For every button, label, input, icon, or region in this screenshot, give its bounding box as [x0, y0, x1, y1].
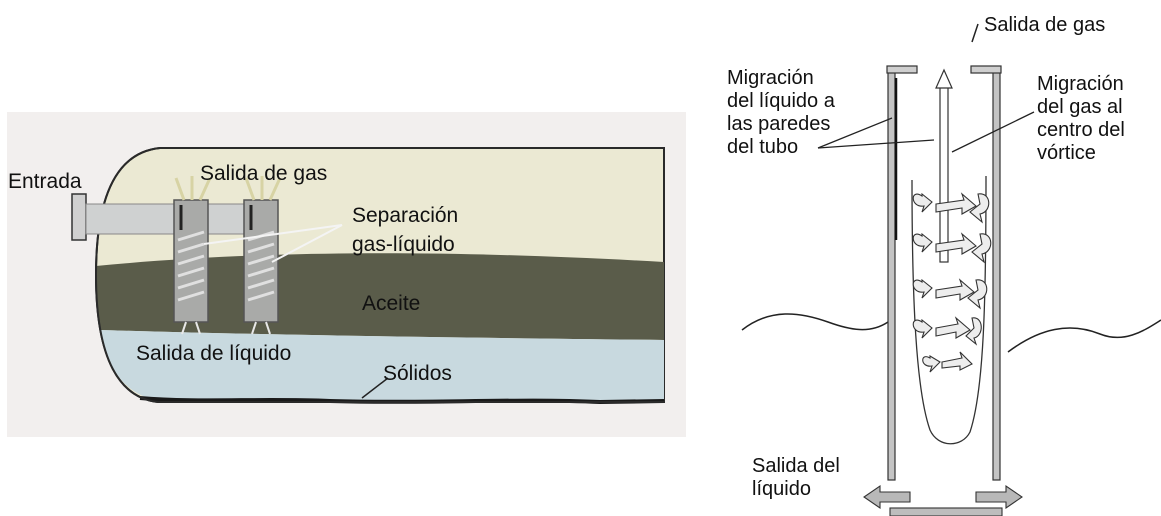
right-gas-outlet-label: Salida de gas	[984, 14, 1106, 36]
separation-label-line2: gas-líquido	[352, 233, 455, 256]
gas-outlet-label: Salida de gas	[200, 162, 328, 185]
liquid-migration-line: Migración	[727, 67, 814, 89]
inlet-flange	[71, 193, 87, 241]
gas-migration-line: vórtice	[1037, 142, 1096, 164]
liquid-migration-leader	[817, 139, 935, 149]
tube-left-wall	[887, 71, 896, 481]
top-cap-left	[886, 65, 918, 74]
liquid-migration-leader	[817, 117, 893, 149]
oil-label: Aceite	[362, 292, 421, 315]
separator-vessel-diagram	[7, 112, 686, 437]
liquid-migration-line: del líquido a	[727, 90, 835, 112]
gas-outlet-leader	[971, 23, 979, 43]
solids-leader	[361, 377, 389, 399]
right-liquid-outlet-label: Salida del líquido	[752, 455, 840, 501]
gas-core-arrow-head	[935, 68, 953, 89]
vortex-envelope	[911, 175, 987, 445]
liquid-outlet-arrow-left	[863, 484, 911, 510]
gas-migration-leader	[951, 111, 1035, 153]
tube-right-wall	[992, 71, 1001, 481]
vortex-tube-diagram	[741, 23, 1161, 516]
vessel-outline	[94, 147, 664, 403]
separation-label-line1: Separación	[352, 204, 459, 227]
liquid-outlet-arrow-right	[975, 484, 1023, 510]
liquid-outlet-line: Salida del	[752, 455, 840, 477]
liquid-outlet-line: líquido	[752, 478, 811, 500]
separation-leader-1	[203, 224, 343, 245]
gas-migration-label: Migración del gas al centro del vórtice	[1037, 73, 1125, 165]
top-cap-right	[970, 65, 1002, 74]
inlet-pipe	[85, 203, 253, 235]
cyclone-tube-1	[173, 176, 212, 335]
cyclone-tube-2	[243, 176, 282, 335]
gas-migration-line: del gas al	[1037, 96, 1123, 118]
water-zone	[100, 330, 664, 400]
liquid-outlet-label: Salida de líquido	[136, 342, 292, 365]
liquid-surface-wave	[1007, 319, 1161, 353]
inlet-label: Entrada	[8, 170, 82, 193]
solids-label: Sólidos	[383, 362, 452, 385]
liquid-surface-wave	[741, 313, 889, 331]
gas-core-arrow-shaft	[939, 85, 949, 263]
liquid-migration-label: Migración del líquido a las paredes del …	[727, 67, 835, 159]
swirl-arrows	[912, 192, 992, 373]
gas-migration-line: centro del	[1037, 119, 1125, 141]
separation-leader-2	[271, 224, 343, 263]
gas-migration-line: Migración	[1037, 73, 1124, 95]
tube-base-plate	[889, 507, 1003, 516]
oil-zone	[96, 253, 664, 340]
liquid-migration-line: del tubo	[727, 136, 799, 158]
liquid-migration-line: las paredes	[727, 113, 831, 135]
